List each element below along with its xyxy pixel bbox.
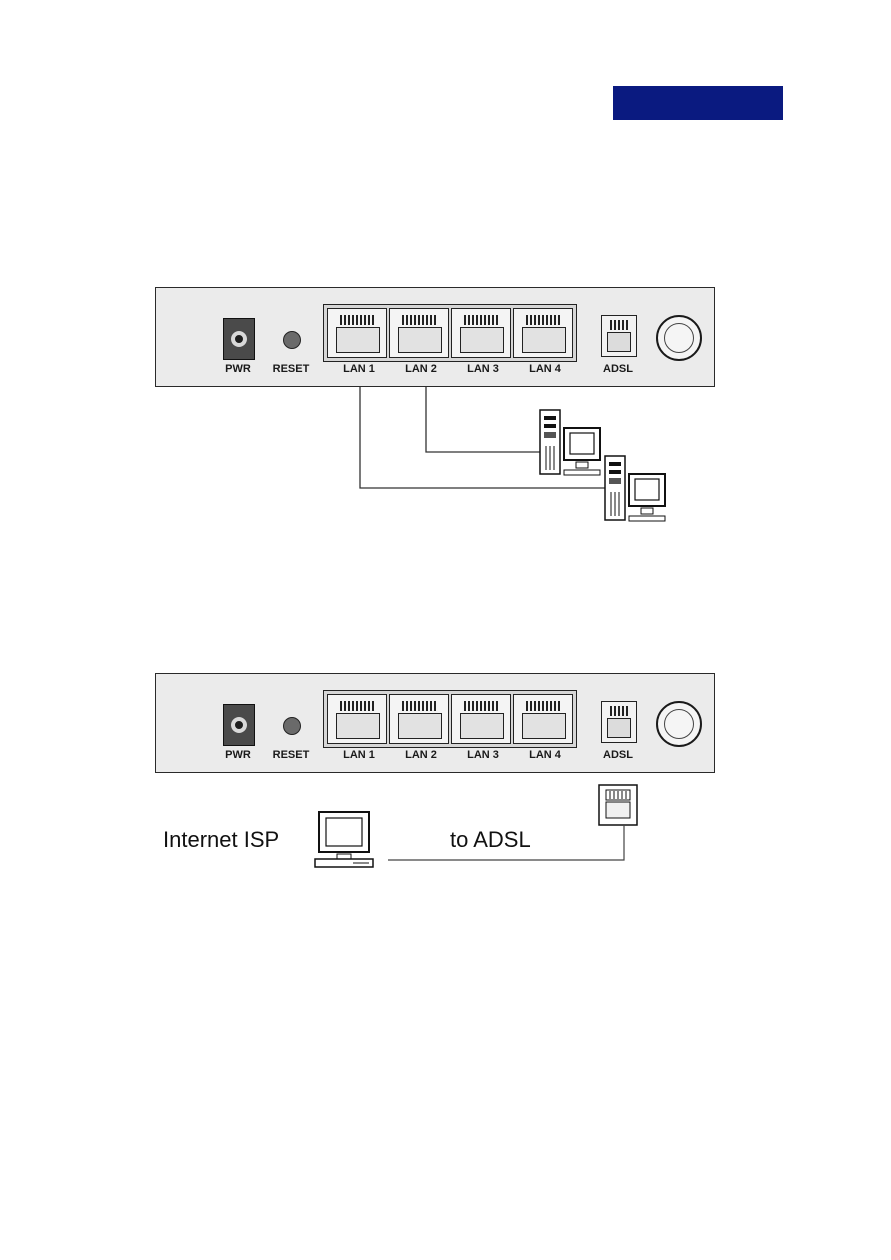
- lan-port-2: [389, 694, 449, 744]
- lan-port-1: [327, 694, 387, 744]
- reset-button-icon: [283, 717, 301, 735]
- monitor-icon: [564, 428, 600, 475]
- antenna-icon: [656, 701, 702, 747]
- label-lan4: LAN 4: [529, 749, 561, 761]
- monitor-icon: [315, 812, 373, 867]
- router-rear-panel-adsl: PWR RESET LAN 1 LAN 2 LAN 3 LAN 4 ADSL: [155, 673, 715, 773]
- to-adsl-label: to ADSL: [450, 827, 531, 853]
- internet-isp-label: Internet ISP: [163, 827, 279, 853]
- lan-port-3: [451, 694, 511, 744]
- phone-jack-icon: [599, 785, 637, 825]
- label-reset: RESET: [273, 749, 310, 761]
- monitor-icon: [629, 474, 665, 521]
- cable-lan2: [426, 387, 540, 452]
- desktop-pc-icon: [540, 410, 600, 475]
- label-adsl: ADSL: [603, 749, 633, 761]
- lan-port-4: [513, 694, 573, 744]
- label-lan3: LAN 3: [467, 749, 499, 761]
- label-lan2: LAN 2: [405, 749, 437, 761]
- label-pwr: PWR: [225, 749, 251, 761]
- lan-port-block: [323, 690, 577, 748]
- label-lan1: LAN 1: [343, 749, 375, 761]
- power-jack-icon: [223, 704, 255, 746]
- desktop-pc-icon: [605, 456, 665, 521]
- router-panel: PWR RESET LAN 1 LAN 2 LAN 3 LAN 4 ADSL: [155, 673, 715, 773]
- adsl-port: [601, 701, 637, 743]
